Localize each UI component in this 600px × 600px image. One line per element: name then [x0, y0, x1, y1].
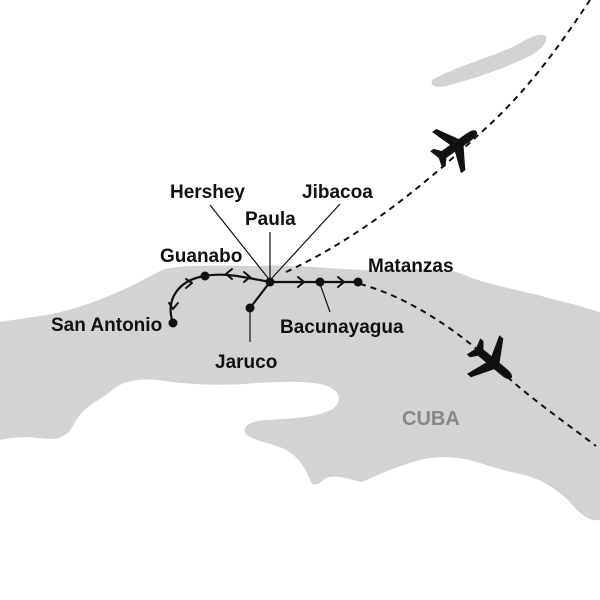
leader-lines [209, 203, 341, 342]
dot-jaruco [245, 303, 255, 313]
country-label: CUBA [402, 408, 460, 430]
leader-hershey [209, 204, 269, 279]
flight-path-south [359, 283, 597, 447]
route-hub-jaruco [249, 281, 271, 309]
chevron-icon [337, 276, 345, 288]
label-san-antonio: San Antonio [51, 315, 162, 336]
dot-hub [265, 277, 275, 287]
chevron-icon [243, 271, 251, 283]
chevron-icon [225, 268, 233, 280]
dot-matanzas [353, 277, 363, 287]
cuba-landmass [0, 265, 600, 521]
airplane-icon [466, 335, 513, 380]
chevron-icon [168, 302, 179, 310]
flight-path-north [285, 0, 591, 273]
route-san-antonio-guanabo [169, 274, 206, 324]
dot-bacunayagua [315, 277, 325, 287]
dot-san-antonio [168, 318, 178, 328]
route-chevrons [168, 268, 345, 310]
label-paula: Paula [245, 209, 296, 230]
place-dots [168, 271, 363, 328]
chevron-icon [185, 278, 193, 289]
label-guanabo: Guanabo [160, 246, 242, 267]
label-bacunayagua: Bacunayagua [280, 317, 404, 338]
label-matanzas: Matanzas [368, 256, 454, 277]
label-hershey: Hershey [170, 182, 245, 203]
leader-bacunayagua [319, 283, 331, 313]
dot-guanabo [200, 271, 210, 281]
leader-jibacoa [271, 203, 341, 279]
airplane-icon [430, 128, 478, 174]
chevron-icon [297, 276, 305, 288]
route-guanabo-hub [204, 273, 271, 284]
label-jibacoa: Jibacoa [302, 182, 373, 203]
label-jaruco: Jaruco [215, 352, 277, 373]
florida-island [431, 34, 547, 87]
